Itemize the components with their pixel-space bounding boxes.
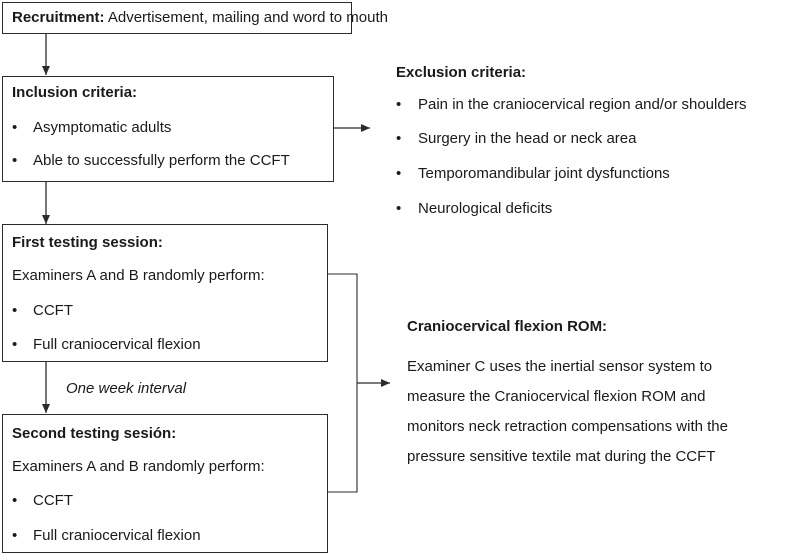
bullet-icon: • [396,130,402,147]
second-session-item: CCFT [33,492,73,509]
second-session-title: Second testing sesión: [12,425,177,442]
recruitment-text: Recruitment: Advertisement, mailing and … [12,9,388,26]
exclusion-item: Surgery in the head or neck area [418,130,637,147]
rom-line: measure the Craniocervical flexion ROM a… [407,388,706,405]
rom-line: Examiner C uses the inertial sensor syst… [407,358,713,375]
second-session-subtitle: Examiners A and B randomly perform: [12,458,265,475]
inclusion-criteria-box: Inclusion criteria: • Asymptomatic adult… [2,76,334,182]
inclusion-item: Able to successfully perform the CCFT [33,152,290,169]
exclusion-item: Neurological deficits [418,200,553,217]
bullet-icon: • [396,165,402,182]
rom-line: pressure sensitive textile mat during th… [407,448,716,465]
recruitment-label: Recruitment: [12,9,105,26]
exclusion-title: Exclusion criteria: [396,64,527,81]
first-session-item: Full craniocervical flexion [33,336,201,353]
rom-title: Craniocervical flexion ROM: [407,318,608,335]
rom-line: monitors neck retraction compensations w… [407,418,728,435]
bracket-sessions [328,273,358,493]
bullet-icon: • [12,527,18,544]
exclusion-item: Temporomandibular joint dysfunctions [418,165,670,182]
interval-label: One week interval [66,380,187,397]
bullet-icon: • [12,302,18,319]
first-session-title: First testing session: [12,234,163,251]
first-session-subtitle: Examiners A and B randomly perform: [12,267,265,284]
bullet-icon: • [396,96,402,113]
recruitment-box: Recruitment: Advertisement, mailing and … [2,2,388,34]
first-session-item: CCFT [33,302,73,319]
second-session-item: Full craniocervical flexion [33,527,201,544]
bullet-icon: • [12,119,18,136]
bullet-icon: • [396,200,402,217]
inclusion-title: Inclusion criteria: [12,84,138,101]
bullet-icon: • [12,492,18,509]
bullet-icon: • [12,336,18,353]
inclusion-item: Asymptomatic adults [33,119,172,136]
second-session-box: Second testing sesión: Examiners A and B… [2,414,328,553]
recruitment-description: Advertisement, mailing and word to mouth [104,9,388,26]
first-session-box: First testing session: Examiners A and B… [2,224,328,362]
bullet-icon: • [12,152,18,169]
exclusion-item: Pain in the craniocervical region and/or… [418,96,747,113]
